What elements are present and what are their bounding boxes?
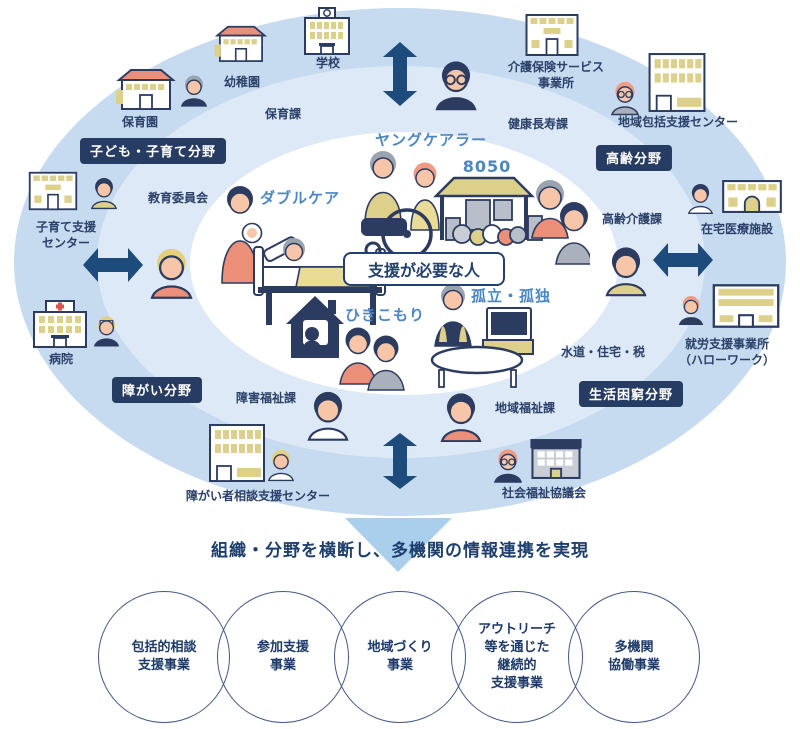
social-welfare-council-building-icon [530, 439, 582, 479]
label-home-medical-facility: 在宅医療施設 [700, 222, 774, 236]
program-circle-community-building: 地域づくり 事業 [334, 591, 466, 723]
program-circle-participation-support: 参加支援 事業 [217, 591, 349, 723]
childcare-support-center-building-icon [28, 171, 78, 211]
nursery-teacher-icon [180, 75, 208, 107]
nurse-icon [93, 316, 120, 347]
label-disability-consultation-center: 障がい者相談支援センター [185, 489, 331, 503]
young-carer-scene [345, 148, 447, 264]
employment-office-building-icon [712, 284, 780, 328]
employment-staff-icon [678, 296, 704, 325]
board-of-education-staff-icon [150, 248, 193, 299]
home-medical-staff-icon [687, 184, 714, 214]
bottom-headline: 組織・分野を横断し、多機関の情報連携を実現 [211, 541, 589, 561]
disability-consultation-center-building-icon [209, 424, 265, 482]
care-insurance-office-building-icon [525, 14, 579, 56]
label-community-welfare-division: 地域福祉課 [494, 401, 556, 415]
disability-division-staff-icon [307, 391, 349, 441]
label-childcare-division: 保育課 [264, 107, 302, 121]
program-circle-comprehensive-consultation: 包括的相談 支援事業 [98, 591, 230, 723]
label-health-longevity-division: 健康長寿課 [507, 117, 569, 131]
hikikomori-scene [286, 290, 408, 396]
hospital-building-icon [33, 300, 87, 348]
arrow-up-down-bottom-icon [383, 433, 417, 489]
badge-elderly-field: 高齢分野 [595, 145, 673, 171]
label-social-welfare-council: 社会福祉協議会 [501, 486, 587, 500]
child-icon [90, 177, 118, 210]
label-disability-welfare-division: 障害福祉課 [235, 391, 297, 405]
label-elderly-care-division: 高齢介護課 [601, 212, 663, 226]
community-support-staff-icon [610, 81, 640, 116]
issue-hikikomori: ひきこもり [344, 306, 426, 324]
social-welfare-council-staff-icon [493, 449, 523, 483]
arrow-left-right-right-icon [653, 243, 713, 277]
label-childcare-support-center: 子育て支援 センター [35, 220, 97, 250]
label-water-housing-tax: 水道・住宅・税 [560, 345, 646, 359]
isolation-scene [425, 282, 537, 394]
badge-disability-field: 障がい分野 [111, 377, 203, 403]
label-care-insurance-office: 介護保険サービス 事業所 [507, 60, 605, 90]
label-employment-office: 就労支援事業所 （ハローワーク） [678, 337, 776, 367]
nursery-school-building-icon [116, 69, 176, 110]
label-board-of-education: 教育委員会 [147, 191, 209, 205]
home-medical-facility-building-icon [722, 180, 782, 213]
program-circle-multi-agency-cooperation: 多機関 協働事業 [568, 591, 700, 723]
label-hospital: 病院 [48, 352, 74, 366]
eighty-fifty-scene [428, 168, 593, 272]
issue-young-carer: ヤングケアラー [374, 131, 488, 149]
badge-poverty-field: 生活困窮分野 [578, 381, 684, 407]
issue-isolation: 孤立・孤独 [470, 287, 552, 305]
arrow-left-right-left-icon [83, 248, 143, 282]
issue-double-care: ダブルケア [259, 189, 341, 207]
badge-child-field: 子ども・子育て分野 [79, 138, 227, 164]
community-welfare-staff-icon [440, 393, 482, 442]
arrow-up-down-top-icon [383, 42, 417, 106]
needs-support-box: 支援が必要な人 [343, 252, 505, 286]
consultation-center-staff-icon [267, 449, 295, 482]
down-triangle-icon [345, 518, 452, 572]
issue-8050: 8050 [462, 157, 512, 176]
health-longevity-staff-icon [435, 61, 477, 111]
city-staff-icon [605, 247, 647, 297]
label-kindergarten: 幼稚園 [223, 75, 261, 89]
program-circle-outreach-support: アウトリーチ 等を通じた 継続的 支援事業 [451, 591, 583, 723]
label-school: 学校 [315, 56, 341, 70]
label-nursery: 保育園 [121, 115, 159, 129]
community-support-center-building-icon [648, 53, 706, 112]
kindergarten-building-icon [214, 25, 268, 62]
label-community-support-center: 地域包括支援センター [617, 115, 739, 129]
school-building-icon [304, 7, 350, 55]
